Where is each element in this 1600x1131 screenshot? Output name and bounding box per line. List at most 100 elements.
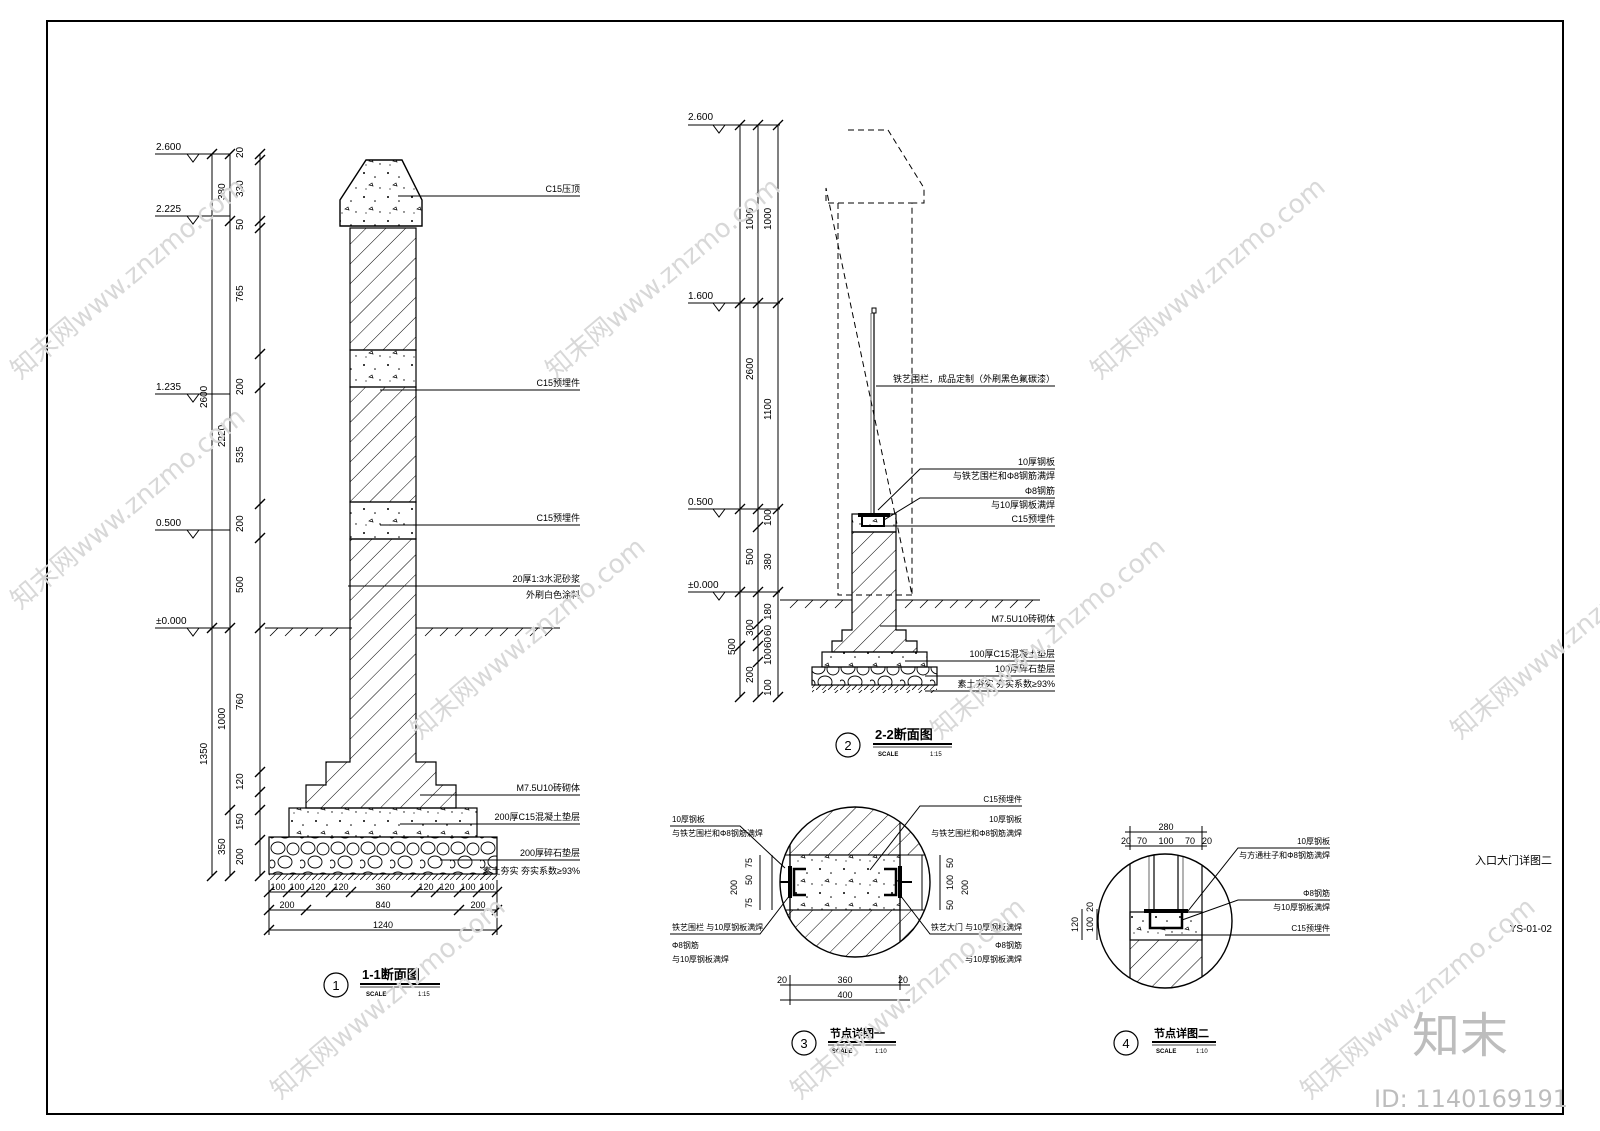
svg-text:±0.000: ±0.000 bbox=[156, 616, 187, 627]
svg-text:120: 120 bbox=[418, 882, 433, 892]
svg-text:535: 535 bbox=[235, 446, 246, 463]
svg-text:20厚1:3水泥砂浆: 20厚1:3水泥砂浆 bbox=[512, 573, 580, 584]
svg-text:50: 50 bbox=[744, 875, 754, 885]
sheet-border bbox=[46, 20, 1564, 1115]
svg-text:M7.5U10砖砌体: M7.5U10砖砌体 bbox=[516, 782, 580, 793]
watermark-text: 知末网www.znzmo.com bbox=[5, 402, 251, 615]
svg-text:100: 100 bbox=[1085, 917, 1095, 932]
svg-text:1350: 1350 bbox=[199, 742, 210, 765]
svg-text:0.500: 0.500 bbox=[688, 497, 713, 508]
svg-text:1100: 1100 bbox=[763, 398, 774, 420]
svg-text:1000: 1000 bbox=[763, 207, 774, 230]
svg-text:C15预埋件: C15预埋件 bbox=[536, 377, 580, 388]
watermark-text: 知末网www.znzmo.com bbox=[1085, 172, 1331, 385]
dim-vertical-2 bbox=[734, 119, 784, 703]
dim-text-3: 200 75 50 75 50 100 50 200 20 360 20 400 bbox=[729, 858, 970, 1000]
svg-text:1000: 1000 bbox=[745, 207, 756, 230]
svg-text:760: 760 bbox=[235, 693, 246, 710]
dim-bottom-1 bbox=[263, 880, 503, 936]
c15-embed-lower bbox=[349, 501, 417, 540]
title-block-1: 1 1-1断面图 SCALE 1:15 bbox=[323, 967, 440, 998]
svg-text:1:10: 1:10 bbox=[875, 1049, 887, 1055]
svg-text:100: 100 bbox=[460, 882, 475, 892]
svg-text:200厚碎石垫层: 200厚碎石垫层 bbox=[520, 847, 580, 858]
svg-text:280: 280 bbox=[1158, 822, 1173, 832]
svg-text:120: 120 bbox=[1070, 917, 1080, 932]
svg-text:10厚钢板: 10厚钢板 bbox=[989, 814, 1022, 824]
svg-text:1:15: 1:15 bbox=[418, 992, 430, 998]
dashed-pier-outline bbox=[825, 129, 925, 596]
svg-text:外刷白色涂料: 外刷白色涂料 bbox=[526, 589, 580, 600]
svg-text:50: 50 bbox=[945, 858, 955, 868]
svg-text:与铁艺围栏和Φ8钢筋满焊: 与铁艺围栏和Φ8钢筋满焊 bbox=[953, 470, 1055, 481]
svg-text:与10厚钢板满焊: 与10厚钢板满焊 bbox=[1273, 902, 1330, 912]
svg-text:20: 20 bbox=[898, 975, 908, 985]
dim-text-4: 280 20 70 100 70 20 20 100 120 bbox=[1070, 822, 1212, 932]
svg-text:200厚C15混凝土垫层: 200厚C15混凝土垫层 bbox=[494, 811, 580, 822]
notes-1: C15压顶 C15预埋件 C15预埋件 20厚1:3水泥砂浆 外刷白色涂料 M7… bbox=[348, 184, 580, 876]
svg-text:素土夯实 夯实系数≥93%: 素土夯实 夯实系数≥93% bbox=[958, 678, 1055, 689]
svg-text:与10厚钢板满焊: 与10厚钢板满焊 bbox=[991, 499, 1055, 510]
svg-text:180: 180 bbox=[763, 603, 774, 620]
svg-text:70: 70 bbox=[1185, 836, 1195, 846]
svg-text:C15压顶: C15压顶 bbox=[545, 184, 580, 194]
svg-text:0.500: 0.500 bbox=[156, 518, 181, 529]
svg-text:1000: 1000 bbox=[217, 707, 228, 730]
svg-text:765: 765 bbox=[235, 285, 246, 302]
svg-text:C15预埋件: C15预埋件 bbox=[536, 512, 580, 523]
svg-text:10厚钢板: 10厚钢板 bbox=[1297, 836, 1330, 846]
svg-text:1.235: 1.235 bbox=[156, 382, 181, 393]
svg-text:2: 2 bbox=[844, 738, 851, 753]
watermark-text: 知末网www.znzmo.com bbox=[1295, 892, 1541, 1105]
watermark-text: 知末网www.znzmo.com bbox=[5, 172, 251, 385]
notes-2: 铁艺围栏，成品定制（外刷黑色氟碳漆） 10厚钢板 与铁艺围栏和Φ8钢筋满焊 Φ8… bbox=[876, 373, 1055, 692]
svg-text:200: 200 bbox=[470, 900, 485, 910]
svg-text:20: 20 bbox=[777, 975, 787, 985]
watermark-text: 知末网www.znzmo.com bbox=[1445, 532, 1600, 745]
ground-line-2 bbox=[780, 599, 1040, 609]
svg-text:10厚钢板: 10厚钢板 bbox=[672, 814, 705, 824]
c15-cap bbox=[339, 159, 423, 227]
level-marks-2: 2.600 1.600 0.500 ±0.000 bbox=[688, 112, 780, 601]
sheet-title: 入口大门详图二 bbox=[1475, 853, 1552, 867]
svg-text:60: 60 bbox=[763, 624, 774, 636]
svg-text:10厚钢板: 10厚钢板 bbox=[1018, 456, 1055, 467]
svg-text:SCALE: SCALE bbox=[366, 992, 386, 998]
level-marks-1: 2.600 2.225 1.235 0.500 ±0.000 bbox=[155, 142, 230, 637]
svg-text:C15预埋件: C15预埋件 bbox=[1291, 923, 1330, 933]
svg-text:1-1断面图: 1-1断面图 bbox=[362, 967, 420, 982]
svg-text:C15预埋件: C15预埋件 bbox=[1011, 513, 1055, 524]
svg-text:360: 360 bbox=[837, 975, 852, 985]
svg-text:Φ8钢筋: Φ8钢筋 bbox=[1303, 888, 1330, 898]
gravel-bed bbox=[268, 836, 498, 875]
notes-4: 10厚钢板 与方通柱子和Φ8钢筋满焊 Φ8钢筋 与10厚钢板满焊 C15预埋件 bbox=[1165, 836, 1330, 936]
svg-text:120: 120 bbox=[310, 882, 325, 892]
svg-text:与方通柱子和Φ8钢筋满焊: 与方通柱子和Φ8钢筋满焊 bbox=[1239, 850, 1330, 860]
level-mark: 2.600 bbox=[155, 142, 230, 163]
dim-vertical-text-2: 1000 1100 100 380 180 60 60 100 100 1000… bbox=[727, 207, 774, 696]
svg-text:20: 20 bbox=[235, 146, 246, 158]
svg-text:100: 100 bbox=[763, 679, 774, 696]
svg-text:350: 350 bbox=[217, 838, 228, 855]
watermark-text: 知末网www.znzmo.com bbox=[540, 172, 786, 385]
svg-text:120: 120 bbox=[235, 773, 246, 790]
brick-body-2 bbox=[831, 531, 918, 653]
svg-text:M7.5U10砖砌体: M7.5U10砖砌体 bbox=[991, 613, 1055, 624]
detail-4: 280 20 70 100 70 20 20 100 120 10厚钢板 与方通… bbox=[1070, 822, 1330, 1056]
watermark-text: 知末网www.znzmo.com bbox=[925, 532, 1171, 745]
svg-text:380: 380 bbox=[217, 183, 228, 200]
svg-text:200: 200 bbox=[729, 880, 739, 895]
svg-text:200: 200 bbox=[235, 515, 246, 532]
level-mark: 2.225 bbox=[155, 204, 230, 225]
svg-text:100: 100 bbox=[763, 509, 774, 526]
title-block-3: 3 节点详图一 SCALE 1:10 bbox=[791, 1026, 896, 1056]
svg-text:与10厚钢板满焊: 与10厚钢板满焊 bbox=[672, 954, 729, 964]
svg-text:100厚碎石垫层: 100厚碎石垫层 bbox=[995, 663, 1055, 674]
level-mark: 1.600 bbox=[688, 291, 780, 312]
svg-text:与铁艺围栏和Φ8钢筋满焊: 与铁艺围栏和Φ8钢筋满焊 bbox=[672, 828, 763, 838]
section-2-2: 2.600 1.600 0.500 ±0.000 1000 1100 100 3… bbox=[688, 112, 1055, 758]
svg-text:与10厚钢板满焊: 与10厚钢板满焊 bbox=[965, 954, 1022, 964]
watermark-brand: 知末 bbox=[1412, 1008, 1508, 1064]
level-mark: 1.235 bbox=[155, 382, 230, 403]
svg-text:50: 50 bbox=[945, 900, 955, 910]
